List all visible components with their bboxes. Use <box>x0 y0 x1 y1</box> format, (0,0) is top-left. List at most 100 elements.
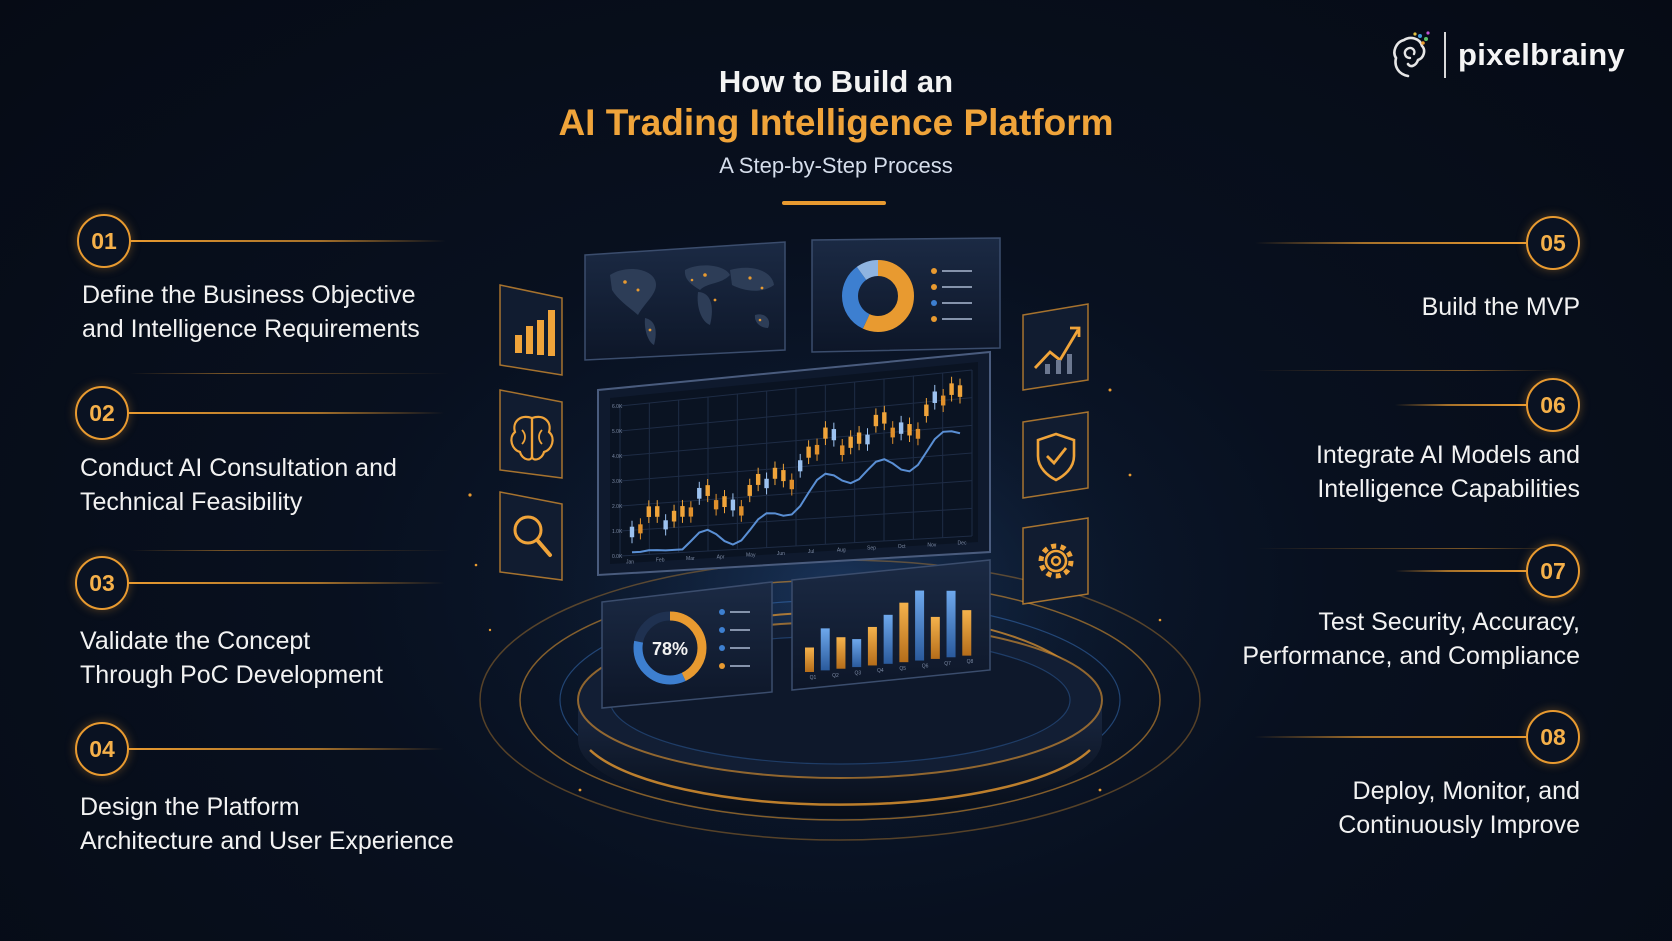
step-badge-05: 05 <box>1526 216 1580 270</box>
gauge-label: 78% <box>652 639 688 659</box>
candle-body <box>655 506 660 517</box>
step-connector-06 <box>1395 404 1526 406</box>
candle-body <box>697 487 702 499</box>
step-connector-03 <box>129 582 444 584</box>
y-tick-label: 5.0K <box>612 429 623 435</box>
y-tick-label: 6.0K <box>612 404 623 410</box>
candle-body <box>755 473 761 485</box>
candle-body <box>823 427 828 439</box>
step-connector-07 <box>1395 570 1526 572</box>
candle-body <box>814 444 820 455</box>
step-separator <box>1255 548 1555 549</box>
y-tick-label: 0.0K <box>612 554 623 560</box>
x-tick-label: Apr <box>717 554 725 560</box>
step-badge-04: 04 <box>75 722 129 776</box>
x-tick-label: Mar <box>686 556 695 562</box>
mini-bar-label: Q7 <box>944 661 951 667</box>
candle-body <box>747 484 752 496</box>
mini-bar <box>899 602 909 663</box>
candle-body <box>873 414 879 427</box>
gauge-panel: 78% <box>601 581 773 709</box>
step-badge-07: 07 <box>1526 544 1580 598</box>
y-tick-label: 3.0K <box>612 479 623 485</box>
candle-body <box>663 520 668 530</box>
candle-body <box>848 436 853 448</box>
candle-body <box>713 500 719 510</box>
candle-body <box>957 385 963 397</box>
y-tick-label: 4.0K <box>612 454 623 460</box>
mini-bar-label: Q5 <box>899 666 906 672</box>
x-tick-label: Jan <box>626 559 634 565</box>
world-map-panel <box>584 241 786 361</box>
mini-bar <box>962 610 972 656</box>
candle-body <box>932 391 937 404</box>
brain-icon <box>499 389 563 479</box>
candle-body <box>705 485 710 496</box>
x-tick-label: Jun <box>777 551 785 557</box>
magnifier-icon <box>499 491 563 581</box>
title-line-1: How to Build an <box>718 64 954 99</box>
candle-body <box>856 432 862 444</box>
x-tick-label: Dec <box>958 541 967 547</box>
step-badge-06: 06 <box>1526 378 1580 432</box>
candle-body <box>882 412 887 424</box>
sparkles <box>468 388 1162 792</box>
step-badge-02: 02 <box>75 386 129 440</box>
gear-icon <box>1022 517 1089 605</box>
candle-body <box>764 478 769 489</box>
candle-body <box>806 446 811 458</box>
x-tick-label: Jul <box>808 549 814 555</box>
logo-text: pixelbrainy <box>1458 37 1625 72</box>
step-text-07: Test Security, Accuracy,Performance, and… <box>1242 608 1580 670</box>
trend-up-icon <box>1022 303 1089 391</box>
step-connector-02 <box>129 412 444 414</box>
step-badge-01: 01 <box>77 214 131 268</box>
x-tick-label: Aug <box>837 547 846 553</box>
candle-body <box>680 506 685 517</box>
mini-bar <box>883 614 893 664</box>
candle-body <box>772 467 778 479</box>
candle-body <box>781 470 786 482</box>
x-tick-label: May <box>746 553 756 559</box>
candle-body <box>831 429 837 441</box>
candle-body <box>789 479 794 490</box>
mini-bar <box>805 647 814 672</box>
mini-bar <box>930 616 940 659</box>
y-tick-label: 2.0K <box>612 504 623 510</box>
x-tick-label: Oct <box>898 544 906 550</box>
x-tick-label: Feb <box>656 558 665 564</box>
subtitle: A Step-by-Step Process <box>719 153 953 178</box>
mini-bar-label: Q2 <box>832 673 839 679</box>
mini-bar <box>836 637 846 669</box>
candle-body <box>940 395 946 406</box>
mini-bar <box>852 639 862 668</box>
mini-bar-label: Q6 <box>922 663 929 669</box>
step-badge-08: 08 <box>1526 710 1580 764</box>
x-tick-label: Nov <box>927 542 936 548</box>
step-separator <box>130 373 450 374</box>
step-connector-08 <box>1255 736 1526 738</box>
logo-divider <box>1444 32 1446 78</box>
mini-bar-label: Q3 <box>855 671 862 677</box>
mini-bar <box>946 590 956 658</box>
x-tick-label: Sep <box>867 546 876 552</box>
candle-body <box>671 510 677 522</box>
candle-body <box>907 424 912 436</box>
bar-chart-icon <box>499 284 563 376</box>
candle-body <box>865 434 870 445</box>
step-text-05: Build the MVP <box>1421 293 1580 321</box>
step-connector-01 <box>131 240 446 242</box>
step-connector-04 <box>129 748 444 750</box>
candle-body <box>730 499 736 511</box>
candle-body <box>722 496 727 508</box>
step-connector-05 <box>1255 242 1526 244</box>
candle-body <box>688 507 694 517</box>
candle-body <box>739 506 744 516</box>
title-underline <box>782 201 886 205</box>
